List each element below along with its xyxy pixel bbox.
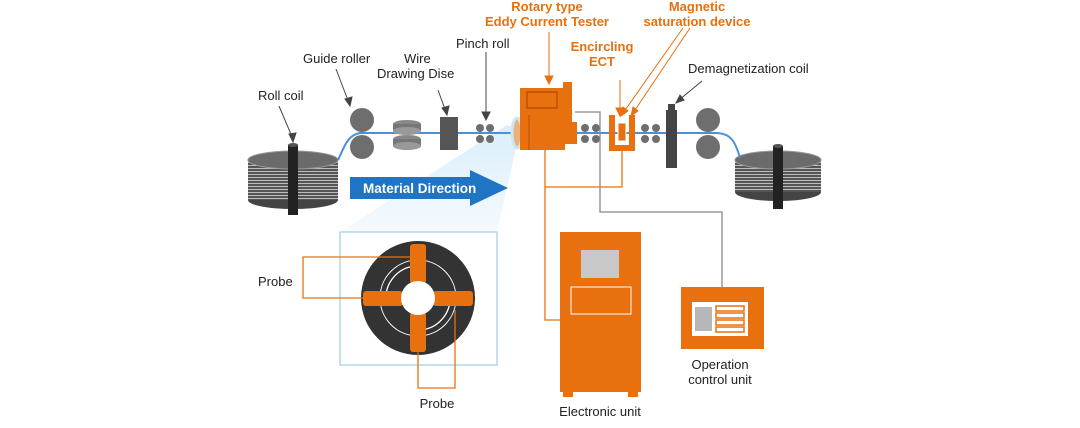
pointer-lines xyxy=(278,52,703,144)
probe-arm-bottom xyxy=(410,312,426,352)
guide-roller xyxy=(350,108,374,159)
label-probe-bottom: Probe xyxy=(420,396,455,411)
label-rotary-line2: Eddy Current Tester xyxy=(485,14,609,29)
label-magnetic-line1: Magnetic xyxy=(669,0,725,14)
pointer-lines-orange xyxy=(544,27,691,118)
probe-center-hole xyxy=(401,281,435,315)
label-demag-coil: Demagnetization coil xyxy=(688,61,809,76)
electronic-unit xyxy=(560,232,641,397)
label-encircling-line1: Encircling xyxy=(571,39,634,54)
guide-roller-right xyxy=(696,108,720,159)
probe-diagram xyxy=(361,241,475,355)
label-encircling-line2: ECT xyxy=(589,54,615,69)
label-wire-line2: Drawing Dise xyxy=(377,66,454,81)
probe-leaders xyxy=(302,256,456,389)
connection-cables xyxy=(544,111,723,321)
demagnetization-coil xyxy=(666,104,677,168)
label-operation-line2: control unit xyxy=(688,372,752,387)
label-wire-line1: Wire xyxy=(404,51,431,66)
die-stack xyxy=(393,120,421,150)
pinch-roll-2 xyxy=(581,124,600,143)
wire-drawing-die xyxy=(440,117,458,150)
operation-control-unit xyxy=(681,287,764,349)
label-operation-line1: Operation xyxy=(691,357,748,372)
label-electronic-unit: Electronic unit xyxy=(559,404,641,419)
pinch-roll-3 xyxy=(641,124,660,143)
label-probe-left: Probe xyxy=(258,274,293,289)
magnetic-saturation-device xyxy=(609,115,635,151)
probe-arm-right xyxy=(433,291,473,306)
label-roll-coil: Roll coil xyxy=(258,88,304,103)
material-direction-label: Material Direction xyxy=(363,181,476,196)
roll-coil-left xyxy=(247,143,339,215)
probe-arm-top xyxy=(410,244,426,284)
label-pinch-roll: Pinch roll xyxy=(456,36,510,51)
rotary-eddy-current-tester xyxy=(520,82,577,150)
roll-coil-right xyxy=(734,144,822,209)
label-magnetic-line2: saturation device xyxy=(644,14,751,29)
pinch-roll xyxy=(476,124,494,143)
encircling-ect xyxy=(617,122,627,142)
label-rotary-line1: Rotary type xyxy=(511,0,583,14)
probe-arm-left xyxy=(363,291,403,306)
label-guide-roller: Guide roller xyxy=(303,51,371,66)
material-direction-arrow: Material Direction xyxy=(350,170,508,206)
